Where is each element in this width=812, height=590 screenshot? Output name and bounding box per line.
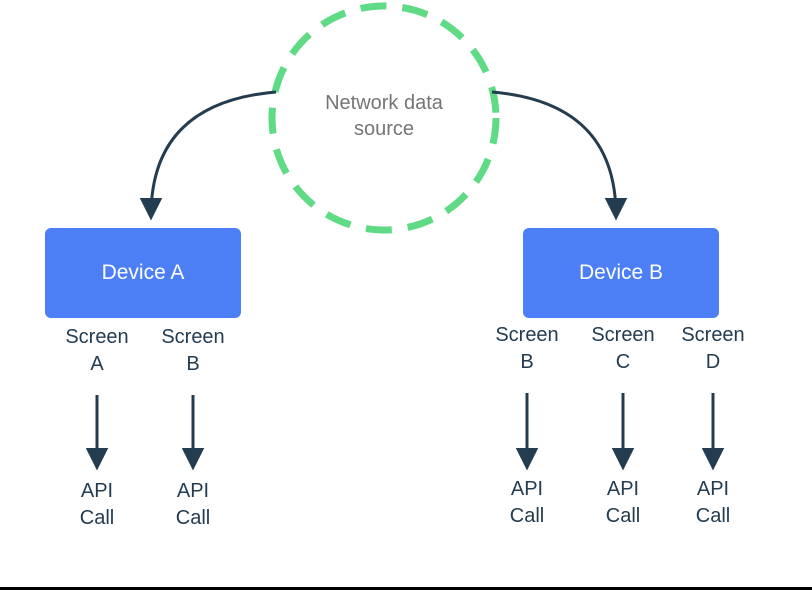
device-b-screen-b-api-call-label: API Call [509,478,545,527]
device-a-screen-a-label: Screen A [65,326,129,375]
connector-source-to-device-a [139,90,277,221]
device-b-box: Device B [523,228,719,318]
device-b-screen-b-label: Screen B [495,324,559,373]
device-a-screen-b-label: Screen B [161,326,225,375]
device-b-screen-c-api-call-label: API Call [605,478,641,527]
device-b-screen-d-api-call-label: API Call [695,478,731,527]
device-a-screen-a-api-call-label: API Call [79,480,115,529]
device-a-screen-b-api-call-label: API Call [175,480,211,529]
connector-source-to-device-b [491,90,628,221]
device-a-label: Device A [101,261,185,284]
device-a-box: Device A [45,228,241,318]
network-source-label: Network data source [325,92,443,140]
device-b-screen-c-label: Screen C [591,324,655,373]
device-b-label: Device B [578,261,664,284]
network-source-circle [268,2,500,234]
device-b-screen-d-label: Screen D [681,324,745,373]
